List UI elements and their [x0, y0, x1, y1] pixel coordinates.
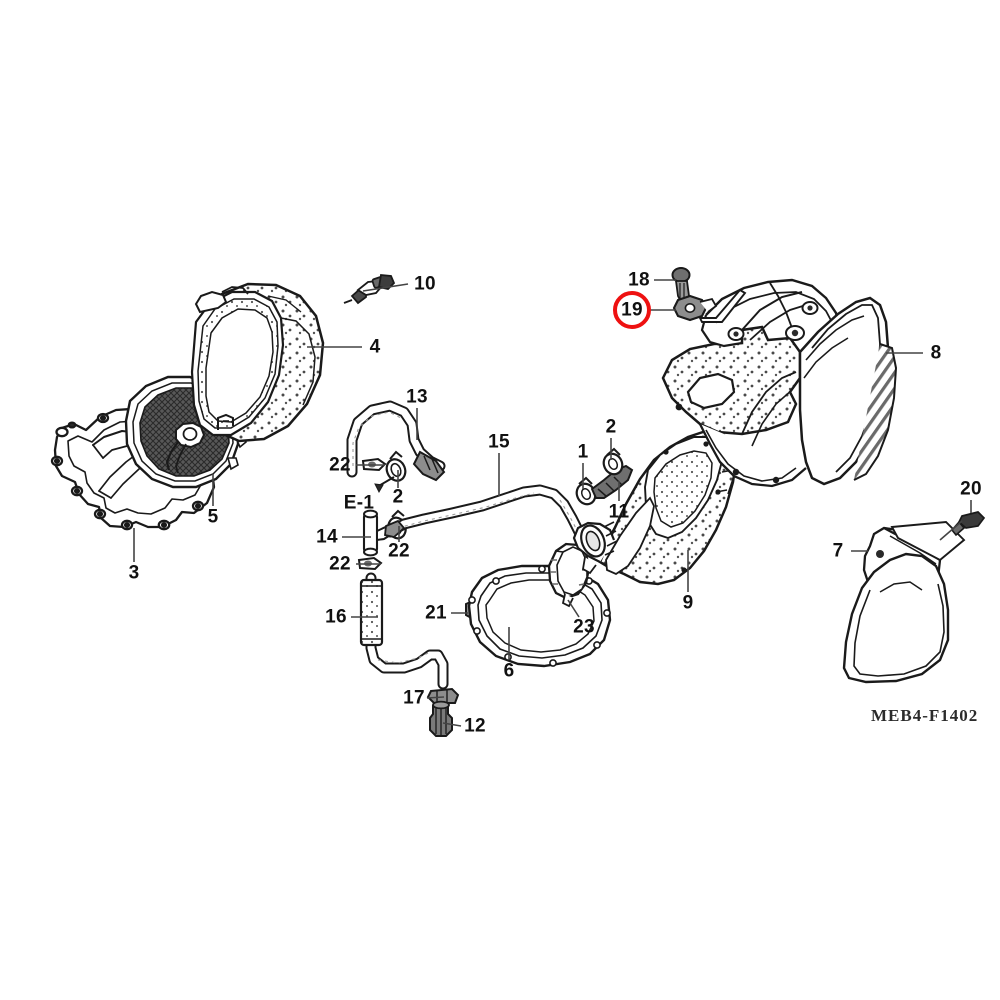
callout-8: 8 [930, 342, 942, 364]
part-10-screw [343, 274, 396, 305]
callout-1: 1 [577, 441, 589, 463]
callout-2-upper: 2 [392, 486, 404, 508]
callout-22-upper: 22 [329, 454, 351, 476]
callout-5: 5 [207, 506, 219, 528]
callout-15: 15 [488, 431, 510, 453]
callout-22-middle: 22 [388, 540, 410, 562]
part-20-screw [950, 511, 986, 537]
callout-19-highlight-ring [613, 291, 651, 329]
callout-22-lower: 22 [329, 553, 351, 575]
callout-9: 9 [682, 592, 694, 614]
e1-reference-arrow [374, 476, 395, 494]
part-12-drain-plug [429, 700, 453, 737]
part-23-clamp-band [547, 542, 591, 608]
callout-16: 16 [325, 606, 347, 628]
part-19-clamp [672, 288, 747, 323]
rear-fender [842, 552, 950, 684]
callout-6: 6 [503, 660, 515, 682]
callout-10: 10 [414, 273, 436, 295]
part-11-connector [590, 464, 634, 499]
callout-3: 3 [128, 562, 140, 584]
callout-11: 11 [608, 501, 630, 523]
callout-20: 20 [960, 478, 982, 500]
callout-14: 14 [316, 526, 338, 548]
part-9-connecting-tube [572, 429, 738, 586]
callout-21: 21 [425, 602, 447, 624]
part-4-air-cleaner-foam [190, 282, 325, 443]
callout-17: 17 [403, 687, 425, 709]
callout-7: 7 [832, 540, 844, 562]
part-2-clamp-right [602, 447, 624, 476]
callout-e1-reference: E-1 [343, 492, 375, 514]
callout-12: 12 [464, 715, 486, 737]
callout-2-right: 2 [605, 416, 617, 438]
part-13-breather-tube [346, 400, 446, 482]
callout-18: 18 [628, 269, 650, 291]
part-8-air-cleaner-case [661, 278, 898, 488]
part-16-drain-tube [359, 572, 449, 690]
callout-4: 4 [369, 336, 381, 358]
callout-13: 13 [406, 386, 428, 408]
callout-23: 23 [573, 616, 595, 638]
part-17-drain-clip [426, 687, 460, 704]
callout-leader-lines [133, 279, 972, 727]
drawing-code-label: MEB4-F1402 [871, 706, 979, 725]
